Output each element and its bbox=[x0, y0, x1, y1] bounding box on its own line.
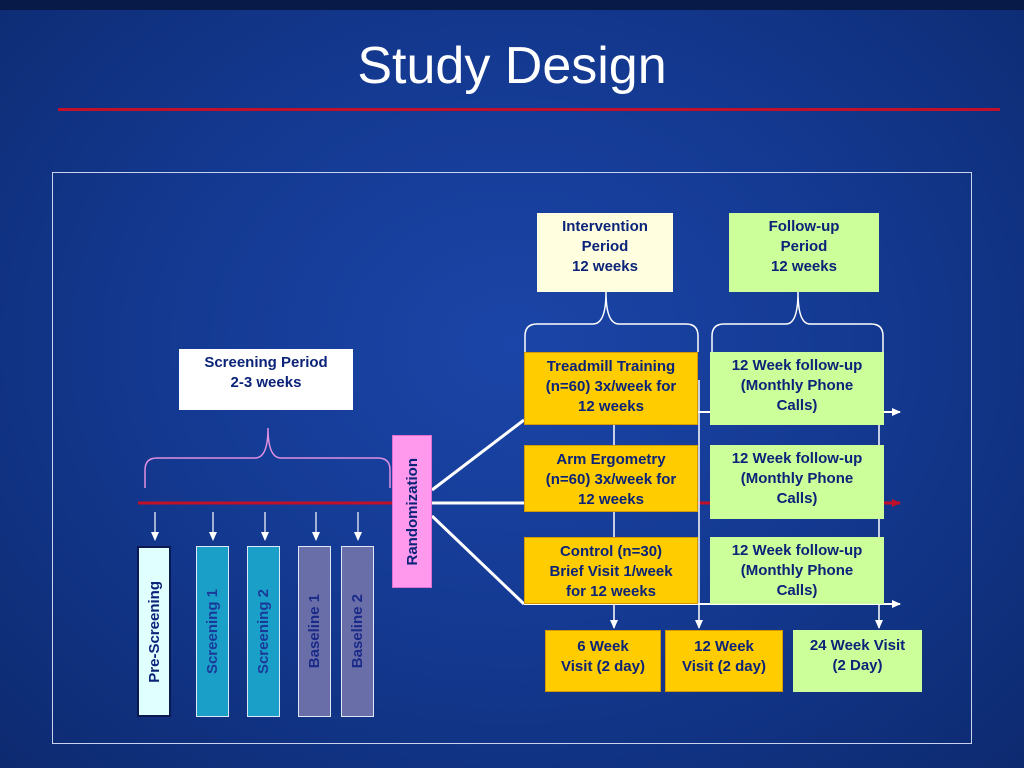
arm-treadmill-box: Treadmill Training (n=60) 3x/week for 12… bbox=[524, 352, 698, 425]
visit-12-week-box: 12 Week Visit (2 day) bbox=[665, 630, 783, 692]
screening-period-box: Screening Period 2-3 weeks bbox=[179, 349, 353, 410]
phase-label: Baseline 1 bbox=[306, 594, 323, 669]
visit-label: 12 Week Visit (2 day) bbox=[682, 638, 766, 675]
phase-baseline-1: Baseline 1 bbox=[298, 546, 331, 717]
intervention-period-label: Intervention Period 12 weeks bbox=[562, 218, 648, 275]
intervention-period-box: Intervention Period 12 weeks bbox=[537, 213, 673, 292]
arm-label: Treadmill Training (n=60) 3x/week for 12… bbox=[545, 358, 677, 415]
followup-label: 12 Week follow-up (Monthly Phone Calls) bbox=[731, 450, 863, 507]
visit-label: 6 Week Visit (2 day) bbox=[561, 638, 645, 675]
intervention-brace bbox=[524, 291, 699, 352]
followup-ergometry-box: 12 Week follow-up (Monthly Phone Calls) bbox=[710, 445, 884, 519]
followup-control-box: 12 Week follow-up (Monthly Phone Calls) bbox=[710, 537, 884, 604]
followup-brace bbox=[711, 291, 884, 352]
followup-treadmill-box: 12 Week follow-up (Monthly Phone Calls) bbox=[710, 352, 884, 425]
arm-ergometry-box: Arm Ergometry (n=60) 3x/week for 12 week… bbox=[524, 445, 698, 512]
followup-period-label: Follow-up Period 12 weeks bbox=[768, 218, 840, 275]
phase-label: Screening 2 bbox=[255, 588, 272, 675]
followup-label: 12 Week follow-up (Monthly Phone Calls) bbox=[731, 542, 863, 599]
phase-pre-screening: Pre-Screening bbox=[137, 546, 171, 717]
phase-baseline-2: Baseline 2 bbox=[341, 546, 374, 717]
phase-label: Pre-Screening bbox=[145, 580, 163, 683]
screening-brace bbox=[144, 427, 391, 488]
screening-period-label: Screening Period 2-3 weeks bbox=[204, 354, 328, 391]
slide-title: Study Design bbox=[357, 37, 667, 95]
visit-6-week-box: 6 Week Visit (2 day) bbox=[545, 630, 661, 692]
randomization-label: Randomization bbox=[403, 457, 421, 566]
phase-screening-2: Screening 2 bbox=[247, 546, 280, 717]
visit-24-week-box: 24 Week Visit (2 Day) bbox=[793, 630, 922, 692]
randomization-box: Randomization bbox=[392, 435, 432, 588]
phase-label: Screening 1 bbox=[204, 588, 221, 675]
title-underline bbox=[58, 108, 1000, 111]
top-bar bbox=[0, 0, 1024, 10]
followup-period-box: Follow-up Period 12 weeks bbox=[729, 213, 879, 292]
visit-label: 24 Week Visit (2 Day) bbox=[809, 637, 906, 674]
arm-label: Arm Ergometry (n=60) 3x/week for 12 week… bbox=[545, 451, 677, 508]
arm-control-box: Control (n=30) Brief Visit 1/week for 12… bbox=[524, 537, 698, 604]
phase-label: Baseline 2 bbox=[349, 594, 366, 669]
diagram-frame bbox=[52, 172, 972, 744]
followup-label: 12 Week follow-up (Monthly Phone Calls) bbox=[731, 357, 863, 414]
arm-label: Control (n=30) Brief Visit 1/week for 12… bbox=[549, 543, 673, 600]
phase-screening-1: Screening 1 bbox=[196, 546, 229, 717]
